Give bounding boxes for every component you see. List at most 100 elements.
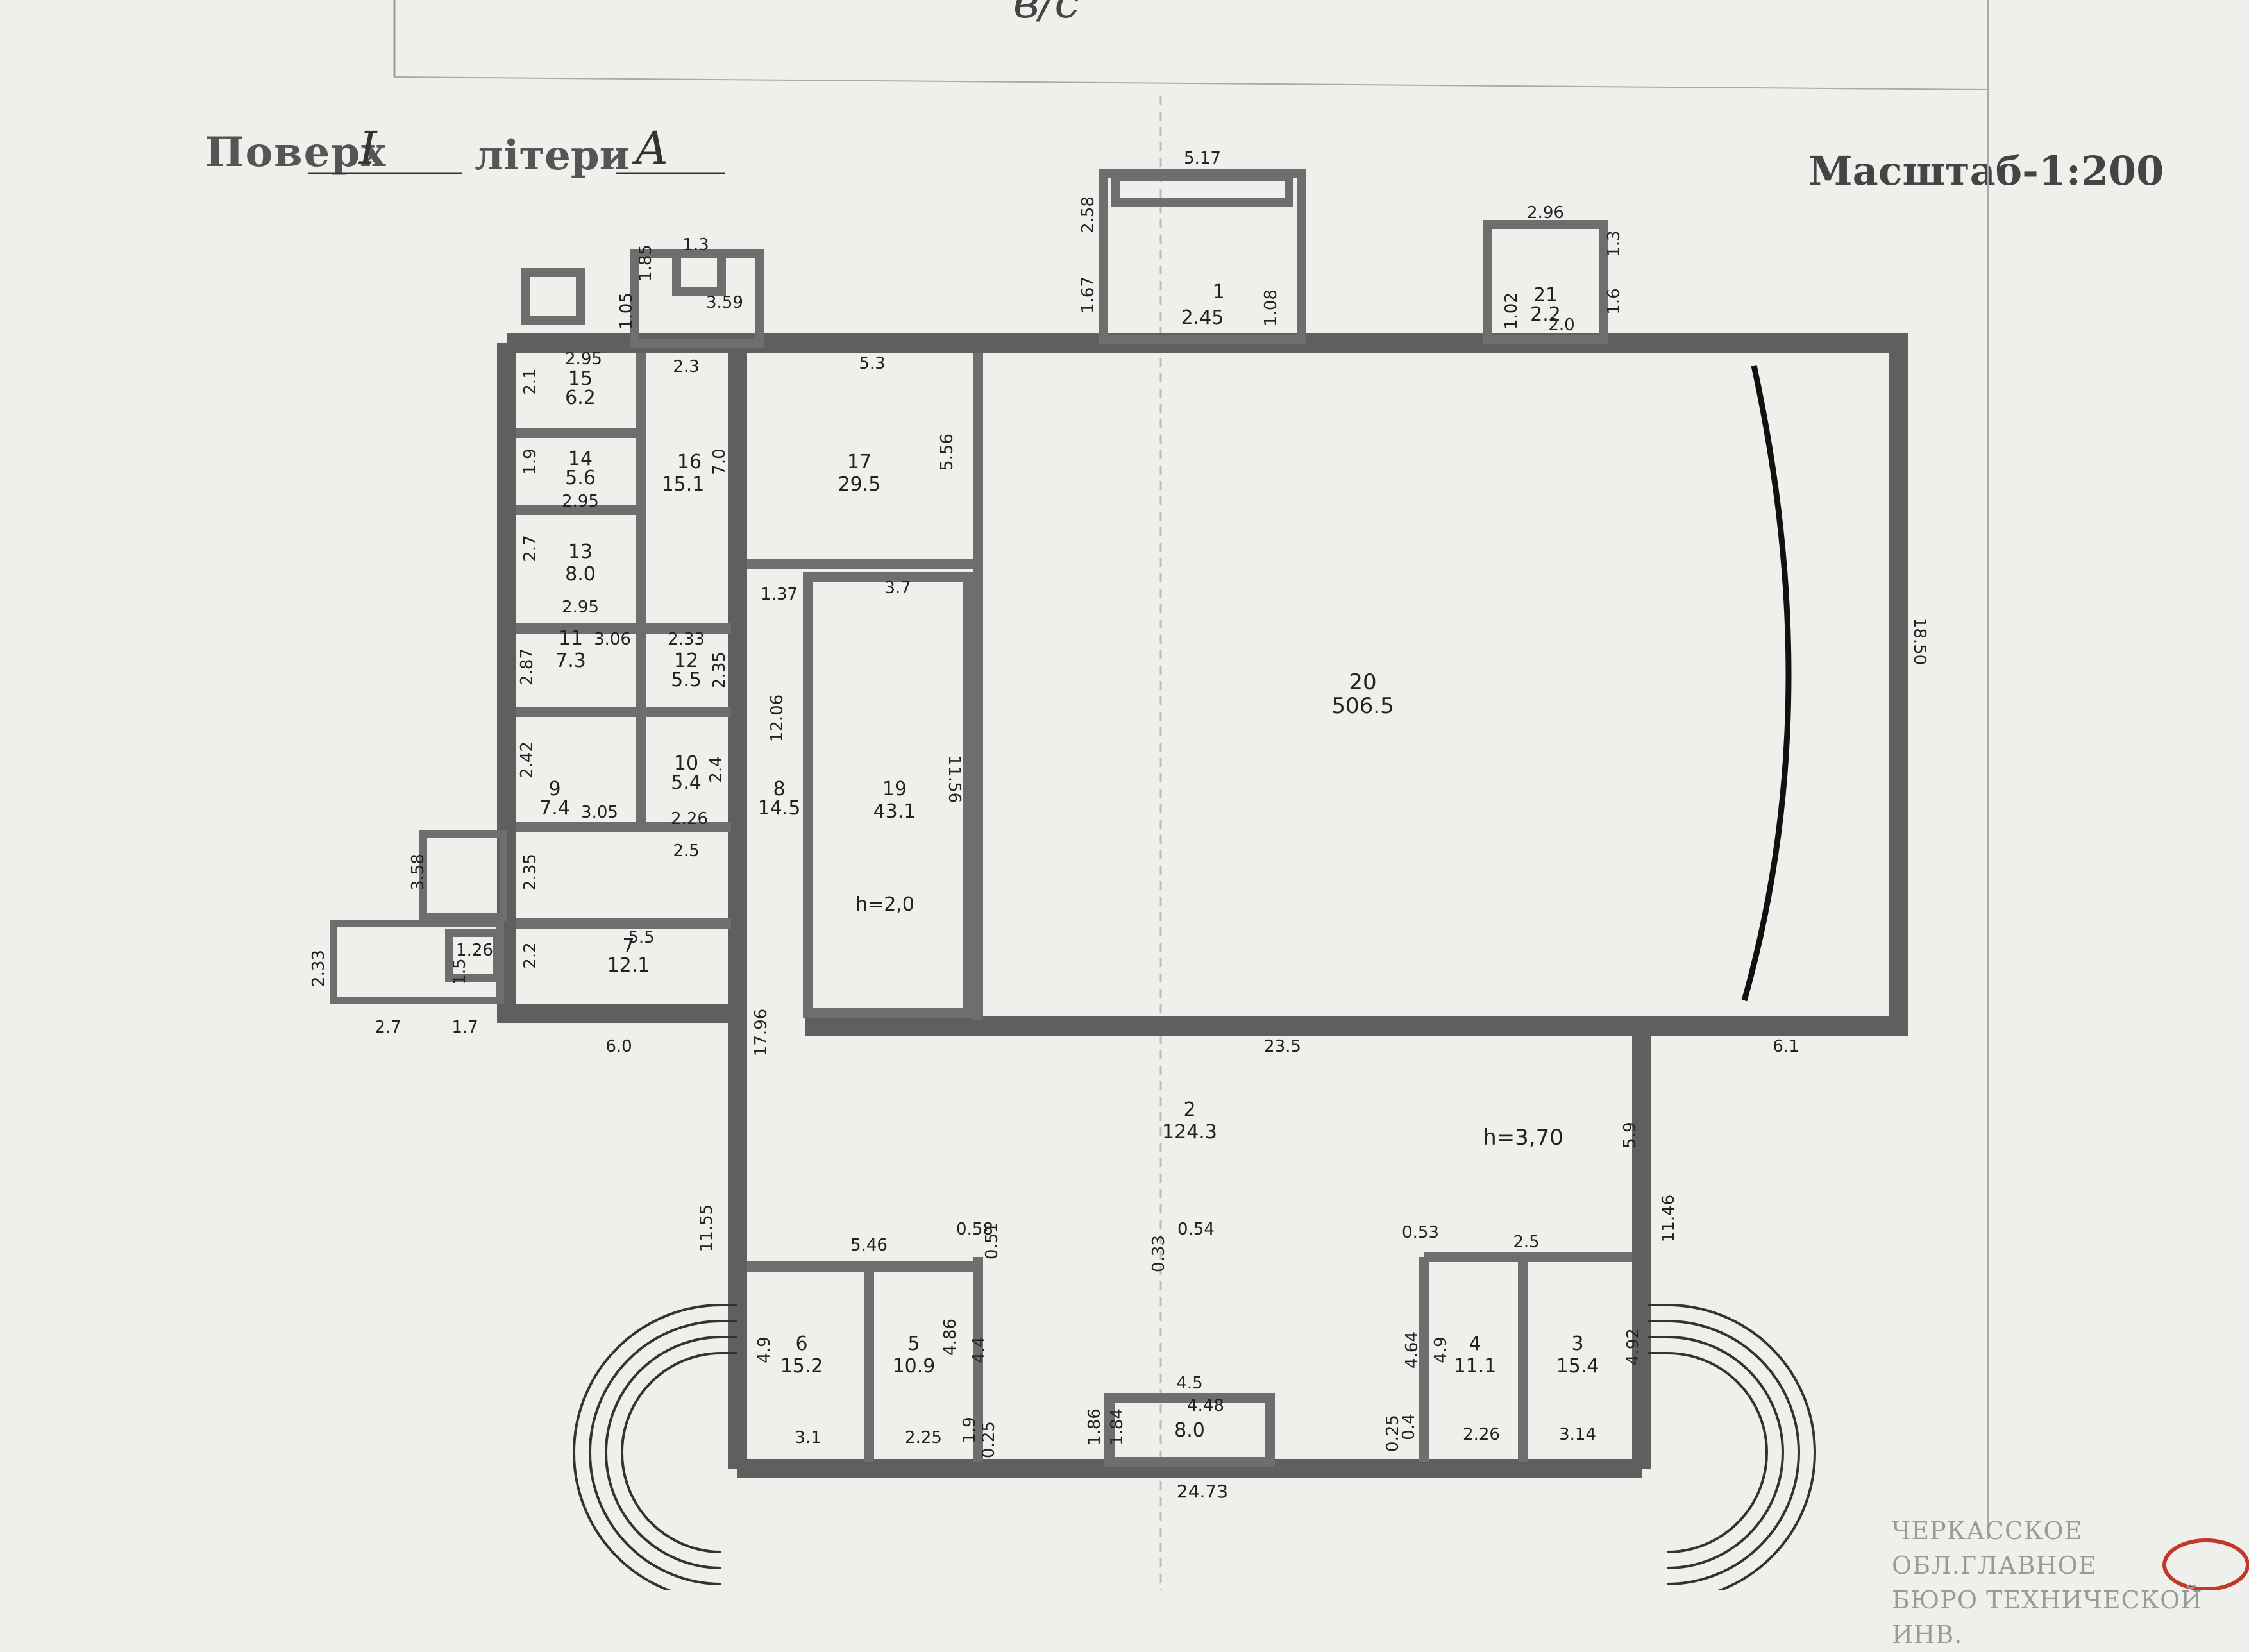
svg-text:1.26: 1.26 [456,941,493,960]
dimension-labels: 5.17 2.58 1.67 1.08 2.96 1.3 1.6 1.02 2.… [309,149,1929,1502]
svg-text:7.3: 7.3 [555,650,586,672]
svg-text:7: 7 [622,935,634,957]
svg-text:4.86: 4.86 [941,1319,960,1356]
svg-text:11.46: 11.46 [1659,1195,1678,1242]
svg-text:21: 21 [1533,284,1558,307]
lobby-label: 8.0 [1174,1419,1205,1442]
svg-text:11.55: 11.55 [697,1204,716,1252]
svg-text:2.26: 2.26 [671,809,708,829]
svg-text:2.33: 2.33 [668,630,705,649]
svg-text:2.2: 2.2 [1530,303,1561,326]
svg-text:3.7: 3.7 [884,578,911,598]
svg-text:1.02: 1.02 [1502,292,1521,330]
svg-text:1.84: 1.84 [1108,1408,1127,1446]
svg-text:1.5: 1.5 [450,958,469,984]
svg-text:8: 8 [773,778,785,800]
svg-text:5.17: 5.17 [1184,149,1221,168]
room-7-label: 7 12.1 [607,935,650,977]
svg-text:4.4: 4.4 [970,1336,989,1363]
svg-text:0.25: 0.25 [1383,1415,1402,1452]
floor-value: I [359,122,377,174]
svg-text:4.92: 4.92 [1624,1328,1643,1365]
svg-text:6.1: 6.1 [1773,1037,1799,1056]
room-11-label: 11 7.3 [555,627,586,672]
room-labels: 20 506.5 19 43.1 h=2,0 17 29.5 16 15.1 1… [539,281,1599,1442]
svg-text:5.5: 5.5 [628,928,654,947]
svg-text:5.3: 5.3 [859,354,885,373]
stamp-line-2: БЮРО ТЕХНИЧЕСКОЙ ИНВ. [1892,1586,2203,1649]
svg-text:2.45: 2.45 [1181,307,1224,329]
room-2-label: 2 124.3 h=3,70 [1162,1099,1563,1150]
svg-text:17: 17 [847,451,872,473]
svg-text:2.35: 2.35 [710,652,729,689]
svg-text:6.2: 6.2 [565,387,596,409]
svg-text:2.5: 2.5 [1513,1233,1539,1252]
svg-text:0.58: 0.58 [956,1220,993,1239]
svg-text:20: 20 [1349,670,1376,695]
svg-text:7.0: 7.0 [710,448,729,475]
svg-text:2.26: 2.26 [1463,1425,1500,1444]
svg-text:14: 14 [568,448,593,470]
svg-text:4.9: 4.9 [755,1336,774,1363]
svg-text:3: 3 [1571,1333,1583,1355]
room-14-label: 14 5.6 [565,448,596,489]
svg-text:4.5: 4.5 [1176,1374,1202,1393]
svg-text:0.25: 0.25 [979,1421,998,1458]
svg-text:17.96: 17.96 [752,1009,771,1056]
svg-text:1.08: 1.08 [1261,289,1281,326]
svg-text:1.05: 1.05 [617,292,636,330]
svg-text:29.5: 29.5 [838,473,881,496]
svg-text:3.58: 3.58 [409,854,428,891]
svg-text:1: 1 [1212,281,1224,303]
svg-text:2.58: 2.58 [1079,196,1098,233]
room-4-label: 4 11.1 [1454,1333,1497,1378]
svg-text:1.86: 1.86 [1085,1408,1104,1446]
room-20-label: 20 506.5 [1331,670,1394,719]
svg-text:1.3: 1.3 [1605,230,1624,257]
svg-text:1.67: 1.67 [1079,276,1098,314]
svg-text:7.4: 7.4 [539,797,570,820]
svg-text:1.37: 1.37 [761,585,798,604]
floor-plan: 20 506.5 19 43.1 h=2,0 17 29.5 16 15.1 1… [308,0,2249,1590]
svg-text:1.9: 1.9 [960,1417,979,1443]
svg-text:15: 15 [568,367,593,390]
room-5-label: 5 10.9 [893,1333,936,1378]
svg-text:1.3: 1.3 [682,235,709,255]
bti-stamp: ЧЕРКАССКОЕ ОБЛ.ГЛАВНОЕ БЮРО ТЕХНИЧЕСКОЙ … [1892,1513,2249,1652]
svg-text:11: 11 [559,627,583,650]
svg-text:6.0: 6.0 [605,1037,632,1056]
svg-text:8.0: 8.0 [1174,1419,1205,1442]
svg-text:24.73: 24.73 [1177,1481,1228,1502]
svg-text:5.4: 5.4 [671,771,702,794]
litera-value: А [635,122,670,174]
svg-text:16: 16 [677,451,702,473]
svg-text:1.85: 1.85 [636,244,655,282]
svg-text:h=3,70: h=3,70 [1483,1125,1563,1150]
svg-text:4: 4 [1469,1333,1481,1355]
svg-text:15.4: 15.4 [1556,1355,1599,1378]
room-1-label: 1 2.45 [1181,281,1225,329]
room-16-label: 16 15.1 [662,451,705,496]
svg-text:2.42: 2.42 [518,741,537,779]
track [573,1304,1816,1590]
svg-text:2.1: 2.1 [521,368,540,394]
north-annexes [521,169,1608,348]
svg-text:5.9: 5.9 [1621,1122,1640,1148]
top-scrawl: в/с [1013,0,1080,28]
room-12-label: 12 5.5 [671,650,702,691]
svg-text:10.9: 10.9 [893,1355,936,1378]
svg-text:1.7: 1.7 [451,1018,478,1037]
svg-text:2.25: 2.25 [905,1428,942,1447]
interior-walls [516,353,1632,1467]
svg-text:2.7: 2.7 [521,535,540,561]
svg-text:2.5: 2.5 [673,841,699,861]
stamp-line-1: ЧЕРКАССКОЕ ОБЛ.ГЛАВНОЕ [1892,1517,2097,1580]
svg-text:3.59: 3.59 [706,293,743,312]
svg-text:43.1: 43.1 [873,800,916,823]
svg-text:15.1: 15.1 [662,473,705,496]
room-19-label: 19 43.1 h=2,0 [855,778,916,916]
svg-text:2.95: 2.95 [565,350,602,369]
svg-text:18.50: 18.50 [1910,618,1929,665]
svg-text:12.1: 12.1 [607,954,650,977]
svg-text:2.0: 2.0 [1548,316,1574,335]
